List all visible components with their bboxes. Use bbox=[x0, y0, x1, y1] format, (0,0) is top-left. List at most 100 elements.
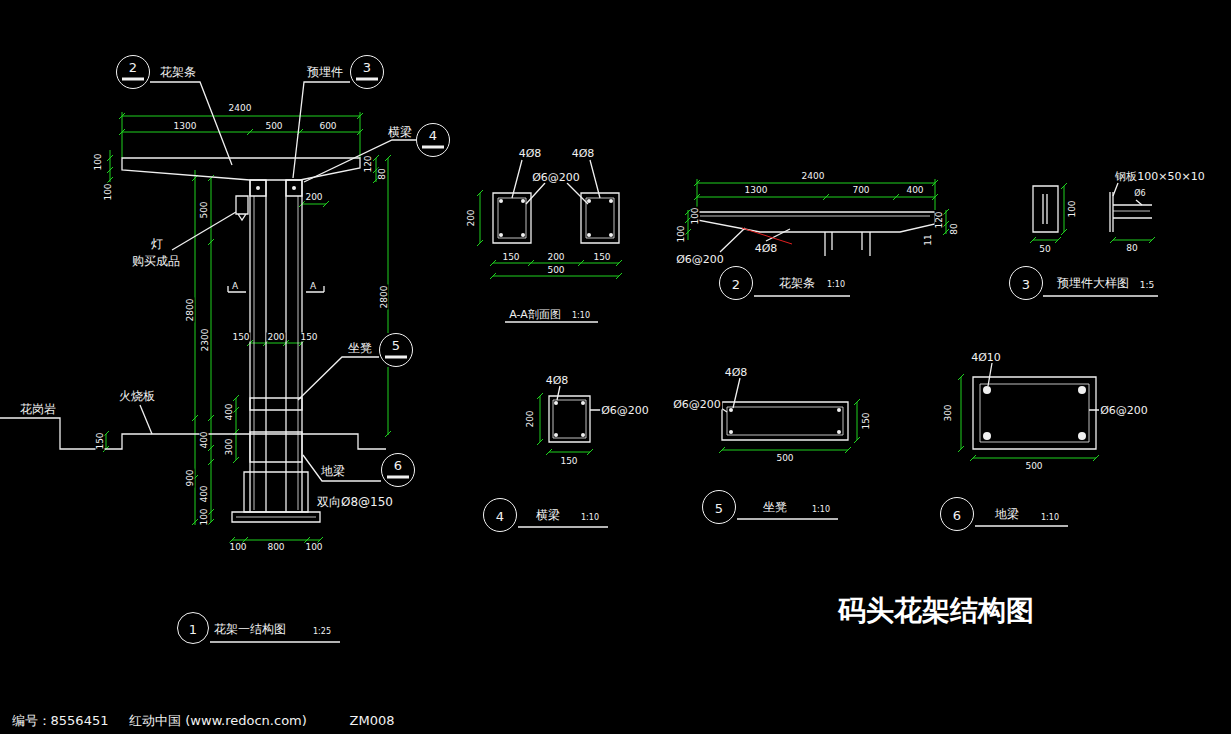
annotation: 花架一结构图 bbox=[213, 623, 287, 635]
dimension-line bbox=[119, 112, 363, 158]
dimension-text: 300 bbox=[225, 437, 234, 456]
rebar-dot bbox=[837, 408, 841, 412]
callout-circle: 5 bbox=[702, 490, 736, 524]
annotation: 购买成品 bbox=[131, 255, 181, 267]
callout-circle: 4 bbox=[483, 498, 517, 532]
callout-bar bbox=[387, 476, 409, 479]
rebar-dot bbox=[609, 233, 613, 237]
rebar-dot bbox=[499, 233, 503, 237]
rebar-line bbox=[700, 216, 930, 217]
annotation: 花岗岩 bbox=[19, 403, 57, 415]
rebar-line bbox=[553, 400, 586, 438]
watermark: 编号：8556451 bbox=[11, 714, 110, 727]
annotation: 4Ø8 bbox=[518, 148, 543, 159]
dimension-text: 500 bbox=[546, 266, 565, 275]
callout-bar bbox=[122, 78, 144, 81]
dimension-text: 200 bbox=[467, 208, 476, 227]
callout-bar bbox=[356, 78, 378, 81]
structure-line bbox=[557, 386, 605, 410]
annotation: Ø6@200 bbox=[531, 172, 581, 183]
structure-line bbox=[0, 418, 386, 449]
dimension-text: 300 bbox=[944, 403, 953, 422]
rebar-dot bbox=[587, 233, 591, 237]
callout-circle: 3 bbox=[1009, 266, 1043, 300]
dimension-line bbox=[299, 201, 329, 207]
dimension-line bbox=[546, 449, 593, 455]
dimension-text: 150 bbox=[559, 457, 578, 466]
dimension-text: 120 bbox=[364, 154, 373, 173]
callout-bar bbox=[385, 356, 407, 359]
rebar-line bbox=[236, 517, 316, 518]
dimension-text: 2800 bbox=[186, 298, 195, 323]
annotation: 钢板100×50×10 bbox=[1114, 171, 1205, 182]
dimension-line bbox=[958, 374, 964, 452]
annotation: 预埋件大样图 bbox=[1056, 277, 1130, 289]
dimension-line bbox=[537, 393, 543, 445]
dimension-text: 11 bbox=[924, 233, 933, 246]
rebar-line bbox=[254, 196, 298, 510]
dimension-text: 800 bbox=[266, 543, 285, 552]
dimension-text: Ø6 bbox=[1133, 190, 1146, 198]
callout-number: 4 bbox=[429, 129, 437, 142]
rebar-dot bbox=[983, 386, 991, 394]
dimension-text: 1:10 bbox=[826, 281, 846, 289]
structure-line bbox=[825, 232, 870, 256]
dimension-text: 700 bbox=[851, 186, 870, 195]
structure-line bbox=[236, 196, 248, 220]
dimension-text: 600 bbox=[318, 122, 337, 131]
dimension-text: 150 bbox=[501, 253, 520, 262]
annotation: 火烧板 bbox=[118, 390, 156, 402]
annotation: Ø6@200 bbox=[675, 254, 725, 265]
dimension-text: 900 bbox=[186, 468, 195, 487]
dimension-text: 1:10 bbox=[1040, 514, 1060, 522]
annotation: 灯 bbox=[150, 238, 164, 250]
dimension-line bbox=[107, 150, 113, 183]
rebar-dot bbox=[983, 432, 991, 440]
rebar-dot bbox=[256, 186, 260, 190]
dimension-text: 1300 bbox=[744, 186, 769, 195]
rebar-dot bbox=[587, 199, 591, 203]
dimension-line bbox=[1061, 183, 1067, 235]
dimension-text: 150 bbox=[862, 411, 871, 430]
dimension-line bbox=[694, 194, 938, 200]
rebar-dot bbox=[292, 186, 296, 190]
rebar-dot bbox=[729, 430, 733, 434]
dimension-text: 400 bbox=[225, 402, 234, 421]
dimension-text: 500 bbox=[264, 122, 283, 131]
structure-line bbox=[210, 641, 340, 642]
structure-line bbox=[493, 193, 619, 243]
dimension-text: 1:25 bbox=[312, 628, 332, 636]
annotation: 地梁 bbox=[320, 465, 346, 477]
rebar-line bbox=[980, 384, 1089, 442]
callout-circle: 1 bbox=[177, 612, 209, 644]
annotation: 4Ø8 bbox=[571, 148, 596, 159]
dimension-text: 1:10 bbox=[571, 312, 591, 320]
callout-number: 2 bbox=[129, 61, 137, 74]
dimension-text: 100 bbox=[1068, 199, 1077, 218]
dimension-text: 150 bbox=[231, 333, 250, 342]
structure-line bbox=[1110, 192, 1152, 232]
rebar-line bbox=[727, 407, 843, 435]
dimension-text: 200 bbox=[546, 253, 565, 262]
annotation: 横梁 bbox=[387, 126, 413, 138]
structure-line bbox=[140, 405, 152, 434]
annotation: 4Ø8 bbox=[754, 243, 779, 254]
structure-line bbox=[973, 377, 1096, 449]
watermark: 红动中国 (www.redocn.com) bbox=[128, 714, 308, 727]
rebar-dot bbox=[521, 233, 525, 237]
dimension-text: 80 bbox=[950, 222, 959, 235]
callout-circle: 6 bbox=[940, 497, 974, 531]
dimension-text: 1300 bbox=[173, 122, 198, 131]
structure-line bbox=[304, 140, 416, 182]
dimension-text: 2400 bbox=[801, 172, 826, 181]
dimension-text: 400 bbox=[905, 186, 924, 195]
structure-line bbox=[150, 82, 232, 165]
dimension-line bbox=[970, 455, 1099, 461]
dimension-text: 200 bbox=[304, 193, 323, 202]
callout-number: 1 bbox=[189, 623, 197, 636]
callout-number: 4 bbox=[496, 510, 504, 523]
structure-line bbox=[303, 455, 381, 481]
callout-number: 3 bbox=[1022, 278, 1030, 291]
rebar-dot bbox=[1078, 386, 1086, 394]
